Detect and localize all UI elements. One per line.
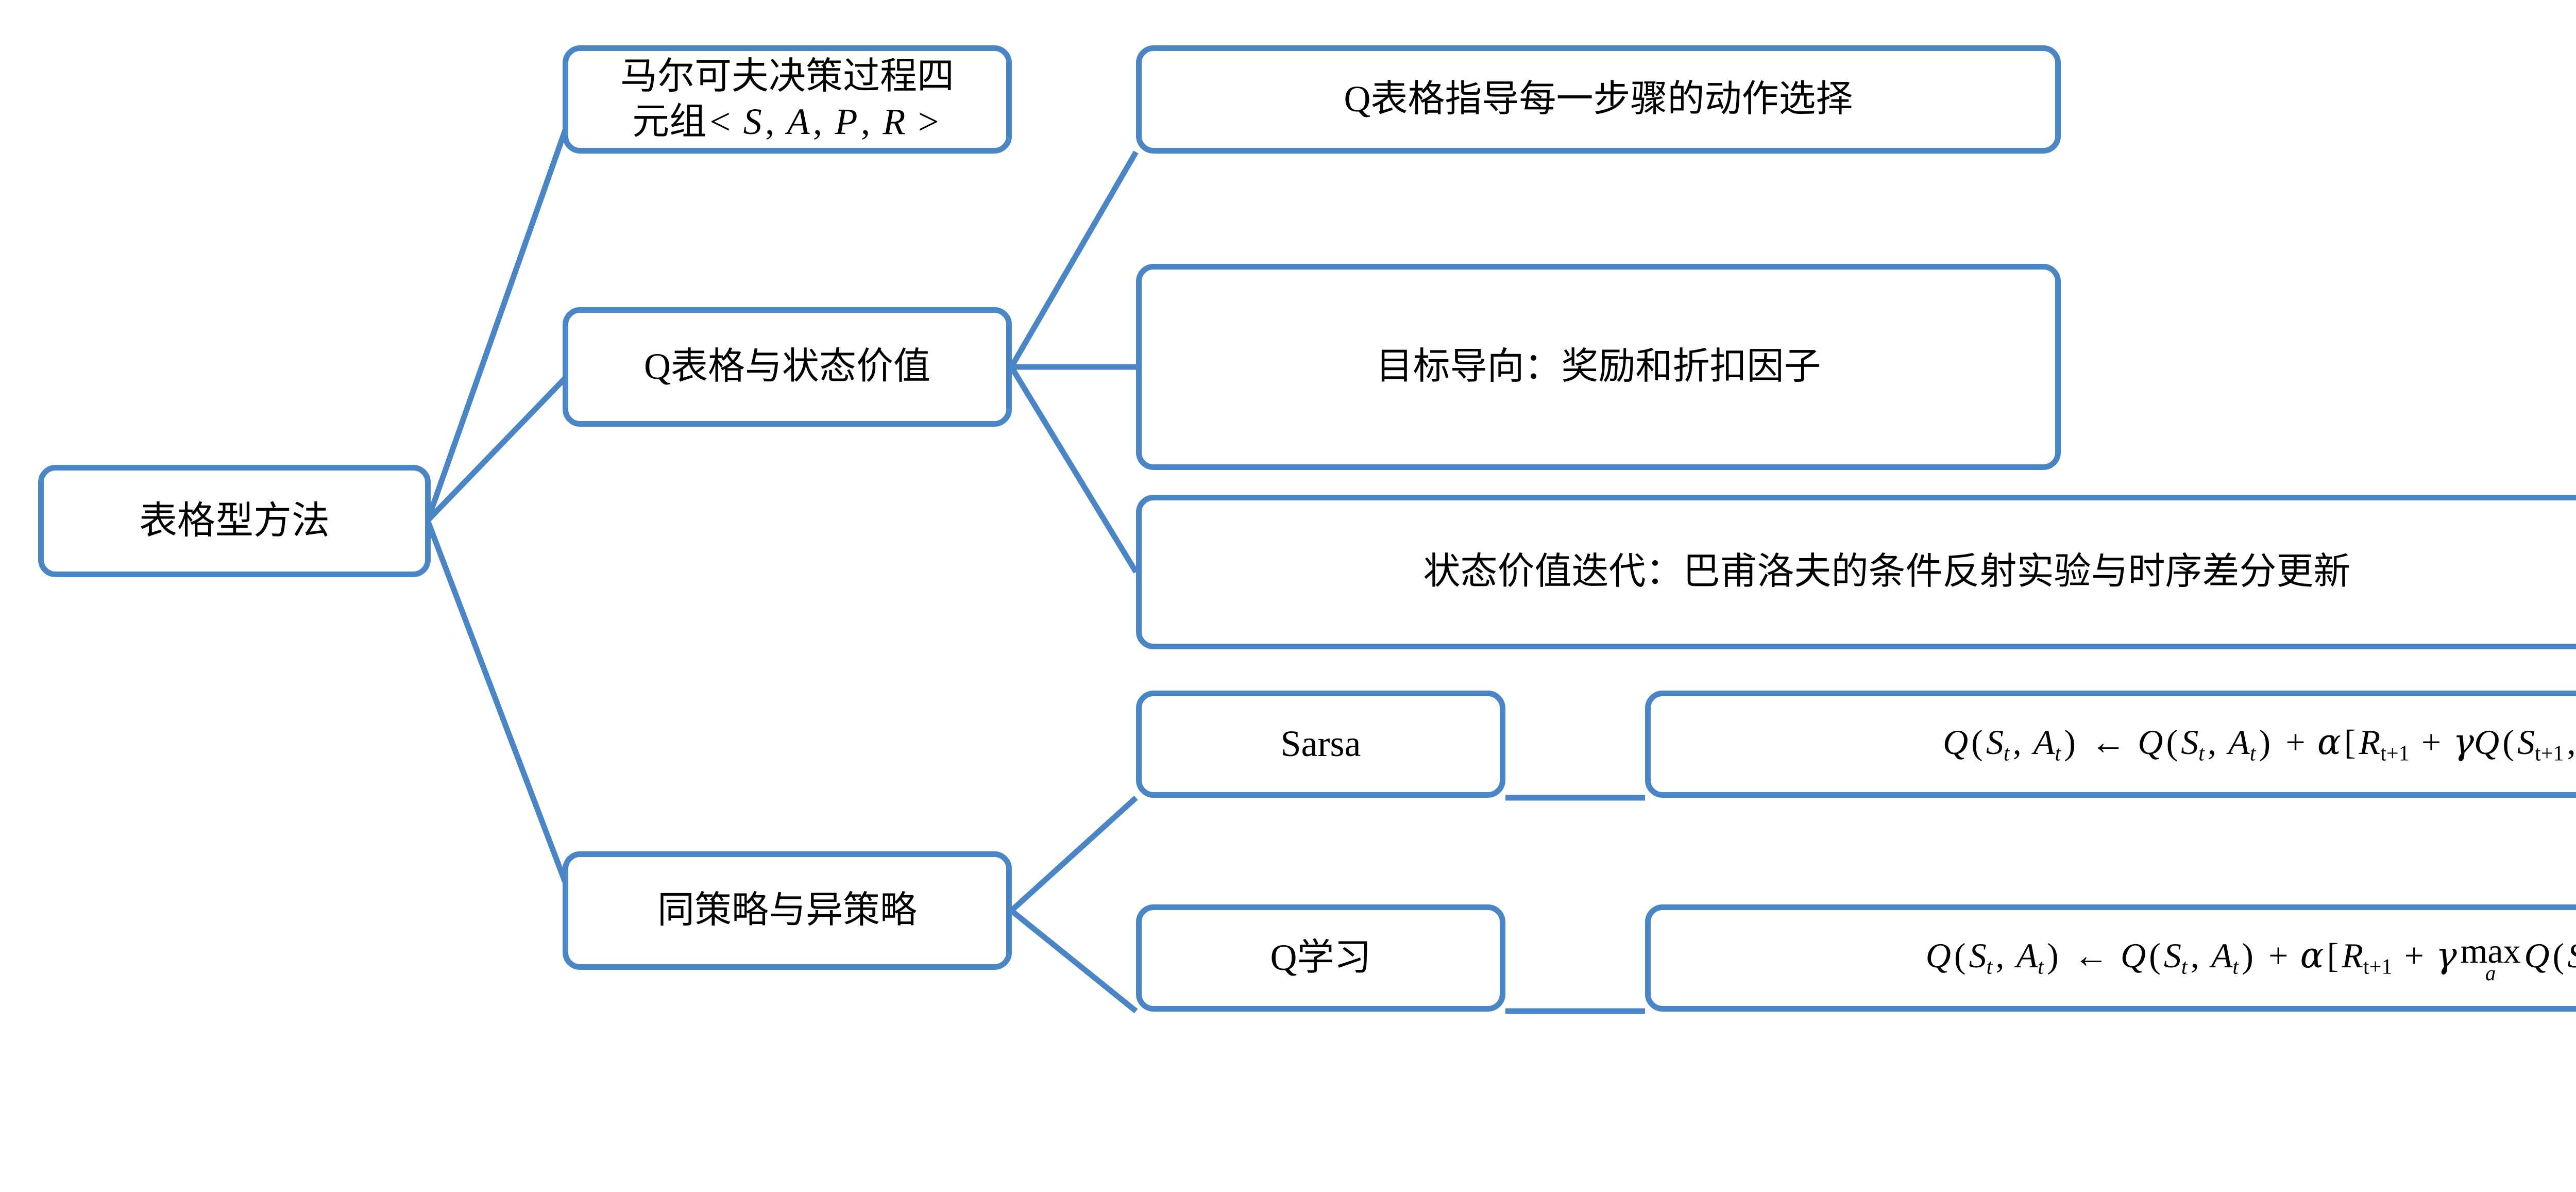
node-sarsa-formula[interactable]: Q(St, At) ← Q(St, At) + α[Rt+1 + γQ(St+1… <box>1645 691 2576 798</box>
node-mdp[interactable]: 马尔可夫决策过程四 元组< S, A, P, R > <box>563 45 1012 154</box>
node-sarsa[interactable]: Sarsa <box>1136 691 1505 798</box>
edge-policy-qlearn <box>1009 908 1138 1014</box>
sarsa-formula-math: Q(St, At) ← Q(St, At) + α[Rt+1 + γQ(St+1… <box>1942 722 2576 766</box>
edge-qtable-c3 <box>1009 365 1139 574</box>
edge-root-qtable <box>426 365 578 523</box>
node-sarsa-label: Sarsa <box>1280 723 1361 765</box>
angle-open: < <box>709 101 731 142</box>
node-root[interactable]: 表格型方法 <box>38 465 431 577</box>
sym-R: R <box>883 101 906 142</box>
node-qtable-child-3[interactable]: 状态价值迭代：巴甫洛夫的条件反射实验与时序差分更新 <box>1136 495 2576 649</box>
node-mdp-line2: 元组< S, A, P, R > <box>632 101 942 142</box>
node-q-learning-label: Q学习 <box>1270 937 1371 979</box>
node-q-learning[interactable]: Q学习 <box>1136 904 1505 1012</box>
edge-policy-sarsa <box>1009 795 1138 913</box>
angle-close: > <box>918 101 939 142</box>
node-qtable-child-1[interactable]: Q表格指导每一步骤的动作选择 <box>1136 45 2061 154</box>
node-qtable-child-1-label: Q表格指导每一步骤的动作选择 <box>1344 78 1853 120</box>
node-root-label: 表格型方法 <box>139 499 330 542</box>
sym-A: A <box>787 101 810 142</box>
node-mdp-label: 马尔可夫决策过程四 元组< S, A, P, R > <box>575 54 999 145</box>
node-qtable-child-3-label: 状态价值迭代：巴甫洛夫的条件反射实验与时序差分更新 <box>1423 551 2351 593</box>
edge-root-policy <box>425 519 579 912</box>
edge-qtable-c1 <box>1009 150 1139 368</box>
sym-S: S <box>743 101 762 142</box>
node-policy-label: 同策略与异策略 <box>657 889 917 931</box>
edge-root-mdp <box>425 98 579 522</box>
node-qtable-child-2[interactable]: 目标导向：奖励和折扣因子 <box>1136 264 2061 470</box>
node-policy[interactable]: 同策略与异策略 <box>563 851 1012 970</box>
node-mdp-line1: 马尔可夫决策过程四 <box>620 56 954 97</box>
sym-P: P <box>835 101 858 142</box>
node-qtable-child-2-label: 目标导向：奖励和折扣因子 <box>1376 346 1821 388</box>
node-qtable-label: Q表格与状态价值 <box>644 346 930 388</box>
node-qtable[interactable]: Q表格与状态价值 <box>563 307 1012 427</box>
